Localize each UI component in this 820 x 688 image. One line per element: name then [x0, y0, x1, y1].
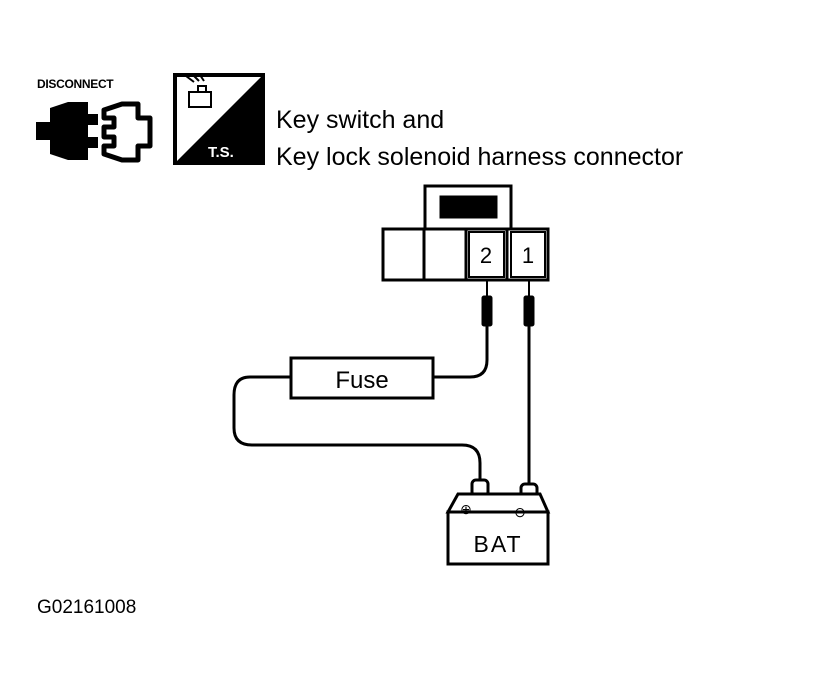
battery-plus-sign: ⊕	[460, 501, 472, 517]
probe-terminal-2	[481, 280, 493, 327]
caption-line-1: Key switch and	[276, 106, 444, 134]
battery	[445, 478, 551, 566]
battery-label: BAT	[473, 531, 522, 557]
test-symbol-label: T.S.	[208, 144, 234, 161]
harness-connector	[381, 184, 550, 282]
terminal-label-2: 2	[480, 243, 492, 268]
wiring	[232, 324, 531, 490]
figure-code: G02161008	[37, 597, 136, 618]
terminal-label-1: 1	[522, 243, 534, 268]
test-symbol-icon: T.S.	[173, 73, 265, 165]
probe-terminal-1	[523, 280, 535, 327]
fuse-box	[289, 356, 435, 400]
caption-line-2: Key lock solenoid harness connector	[276, 143, 683, 171]
battery-minus-sign: ⊖	[514, 504, 526, 520]
battery-body	[446, 510, 550, 566]
disconnect-connector-icon	[36, 101, 153, 163]
fuse-label: Fuse	[335, 367, 388, 394]
wire-fuse-to-battery-plus	[232, 375, 482, 487]
disconnect-label: DISCONNECT	[37, 77, 114, 91]
connector-lock-tab	[439, 195, 498, 219]
disconnect-icon-group: DISCONNECT	[36, 77, 153, 163]
wire-terminal-2-to-fuse	[431, 324, 489, 379]
